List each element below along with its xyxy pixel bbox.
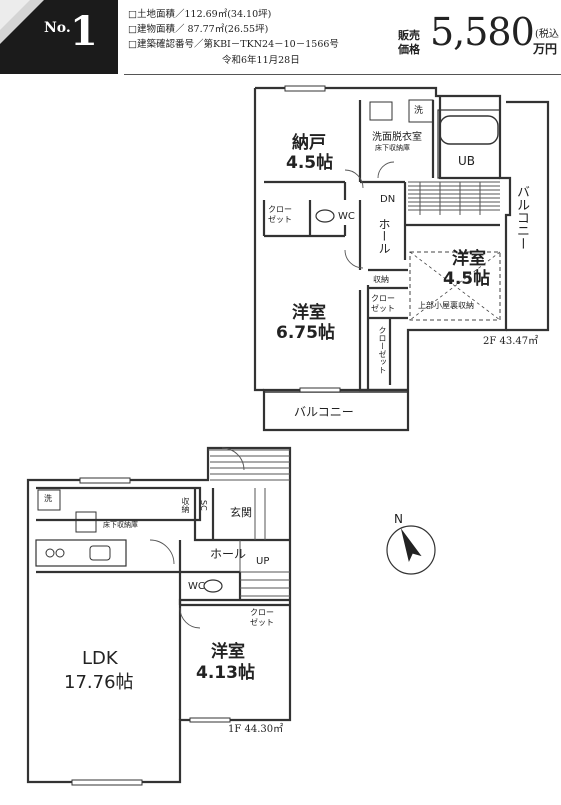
closet-small-label: クロー ゼット [371,294,395,313]
balcony-bottom-label: バルコニー [294,405,354,419]
price-label-1: 販売 [398,29,420,42]
entrance-label: 玄関 [230,506,252,519]
closet-2f-label: クロー ゼット [268,205,292,224]
north-label: N [394,512,403,526]
floor2-area: 2F 43.47㎡ [483,336,539,347]
closet-1f-label: クロー ゼット [250,608,274,627]
toilet-1f [203,579,223,593]
listing-no-prefix: No. [44,20,71,36]
bathtub-shape [439,115,499,145]
spec-certificate-no: □建築確認番号／第KBI－TKN24－10－1566号 [128,39,339,50]
room-western-small-size: 4.5帖 [443,269,491,289]
hall-2f-label: ホール [377,218,391,254]
badge-shape [0,0,118,74]
washroom-label: 洗面脱衣室 [372,132,422,143]
dn-label: DN [380,194,396,205]
kitchen-counter [35,539,127,567]
balcony-right-label: バルコニー [514,185,529,250]
price-unit: 万円 [533,42,558,56]
room-storage-size: 4.5帖 [286,153,334,173]
price-unit-top: (税込 [535,29,559,40]
spec-land-area: □土地面積／112.69㎡(34.10坪) [128,9,272,20]
header-divider [124,74,561,75]
under-floor-storage-1f: 床下収納庫 [103,521,138,529]
closet-vertical-label: クローゼット [378,326,387,374]
attic-storage-label: 上部小屋裏収納 [418,301,474,310]
wc-2f-label: WC [338,211,355,222]
floor1-area: 1F 44.30㎡ [228,724,284,735]
bath-label: UB [458,154,476,168]
price-value: 5,580 [430,10,535,54]
room-western-large-size: 6.75帖 [276,323,335,343]
listing-number-badge: No. 1 [0,0,118,74]
room-western-small-name: 洋室 [452,249,486,269]
toilet-2f [315,209,335,223]
room-ldk-size: 17.76帖 [64,672,134,693]
washroom-underfloor-storage: 床下収納庫 [375,144,410,152]
room-ldk-name: LDK [82,648,118,669]
shoe-cabinet-label: SC [199,500,208,511]
north-arrow-icon [386,525,436,575]
listing-no: 1 [70,8,98,55]
washer-label-2f: 洗 [414,106,424,116]
room-western-large-name: 洋室 [292,303,326,323]
room-western-1f-size: 4.13帖 [196,663,255,683]
room-storage-name: 納戸 [292,133,326,153]
room-western-1f-name: 洋室 [211,642,245,662]
storage-1f-label: 収納 [181,497,190,513]
price-label-2: 価格 [398,43,420,56]
washer-label-1f: 洗 [44,494,52,503]
spec-building-area: □建物面積／ 87.77㎡(26.55坪) [128,24,269,35]
up-label: UP [256,556,270,567]
storage-small-label: 収納 [373,275,389,284]
spec-cert-date: 令和6年11月28日 [222,55,300,66]
hall-1f-label: ホール [210,547,247,561]
wc-1f-label: WC [188,581,205,592]
